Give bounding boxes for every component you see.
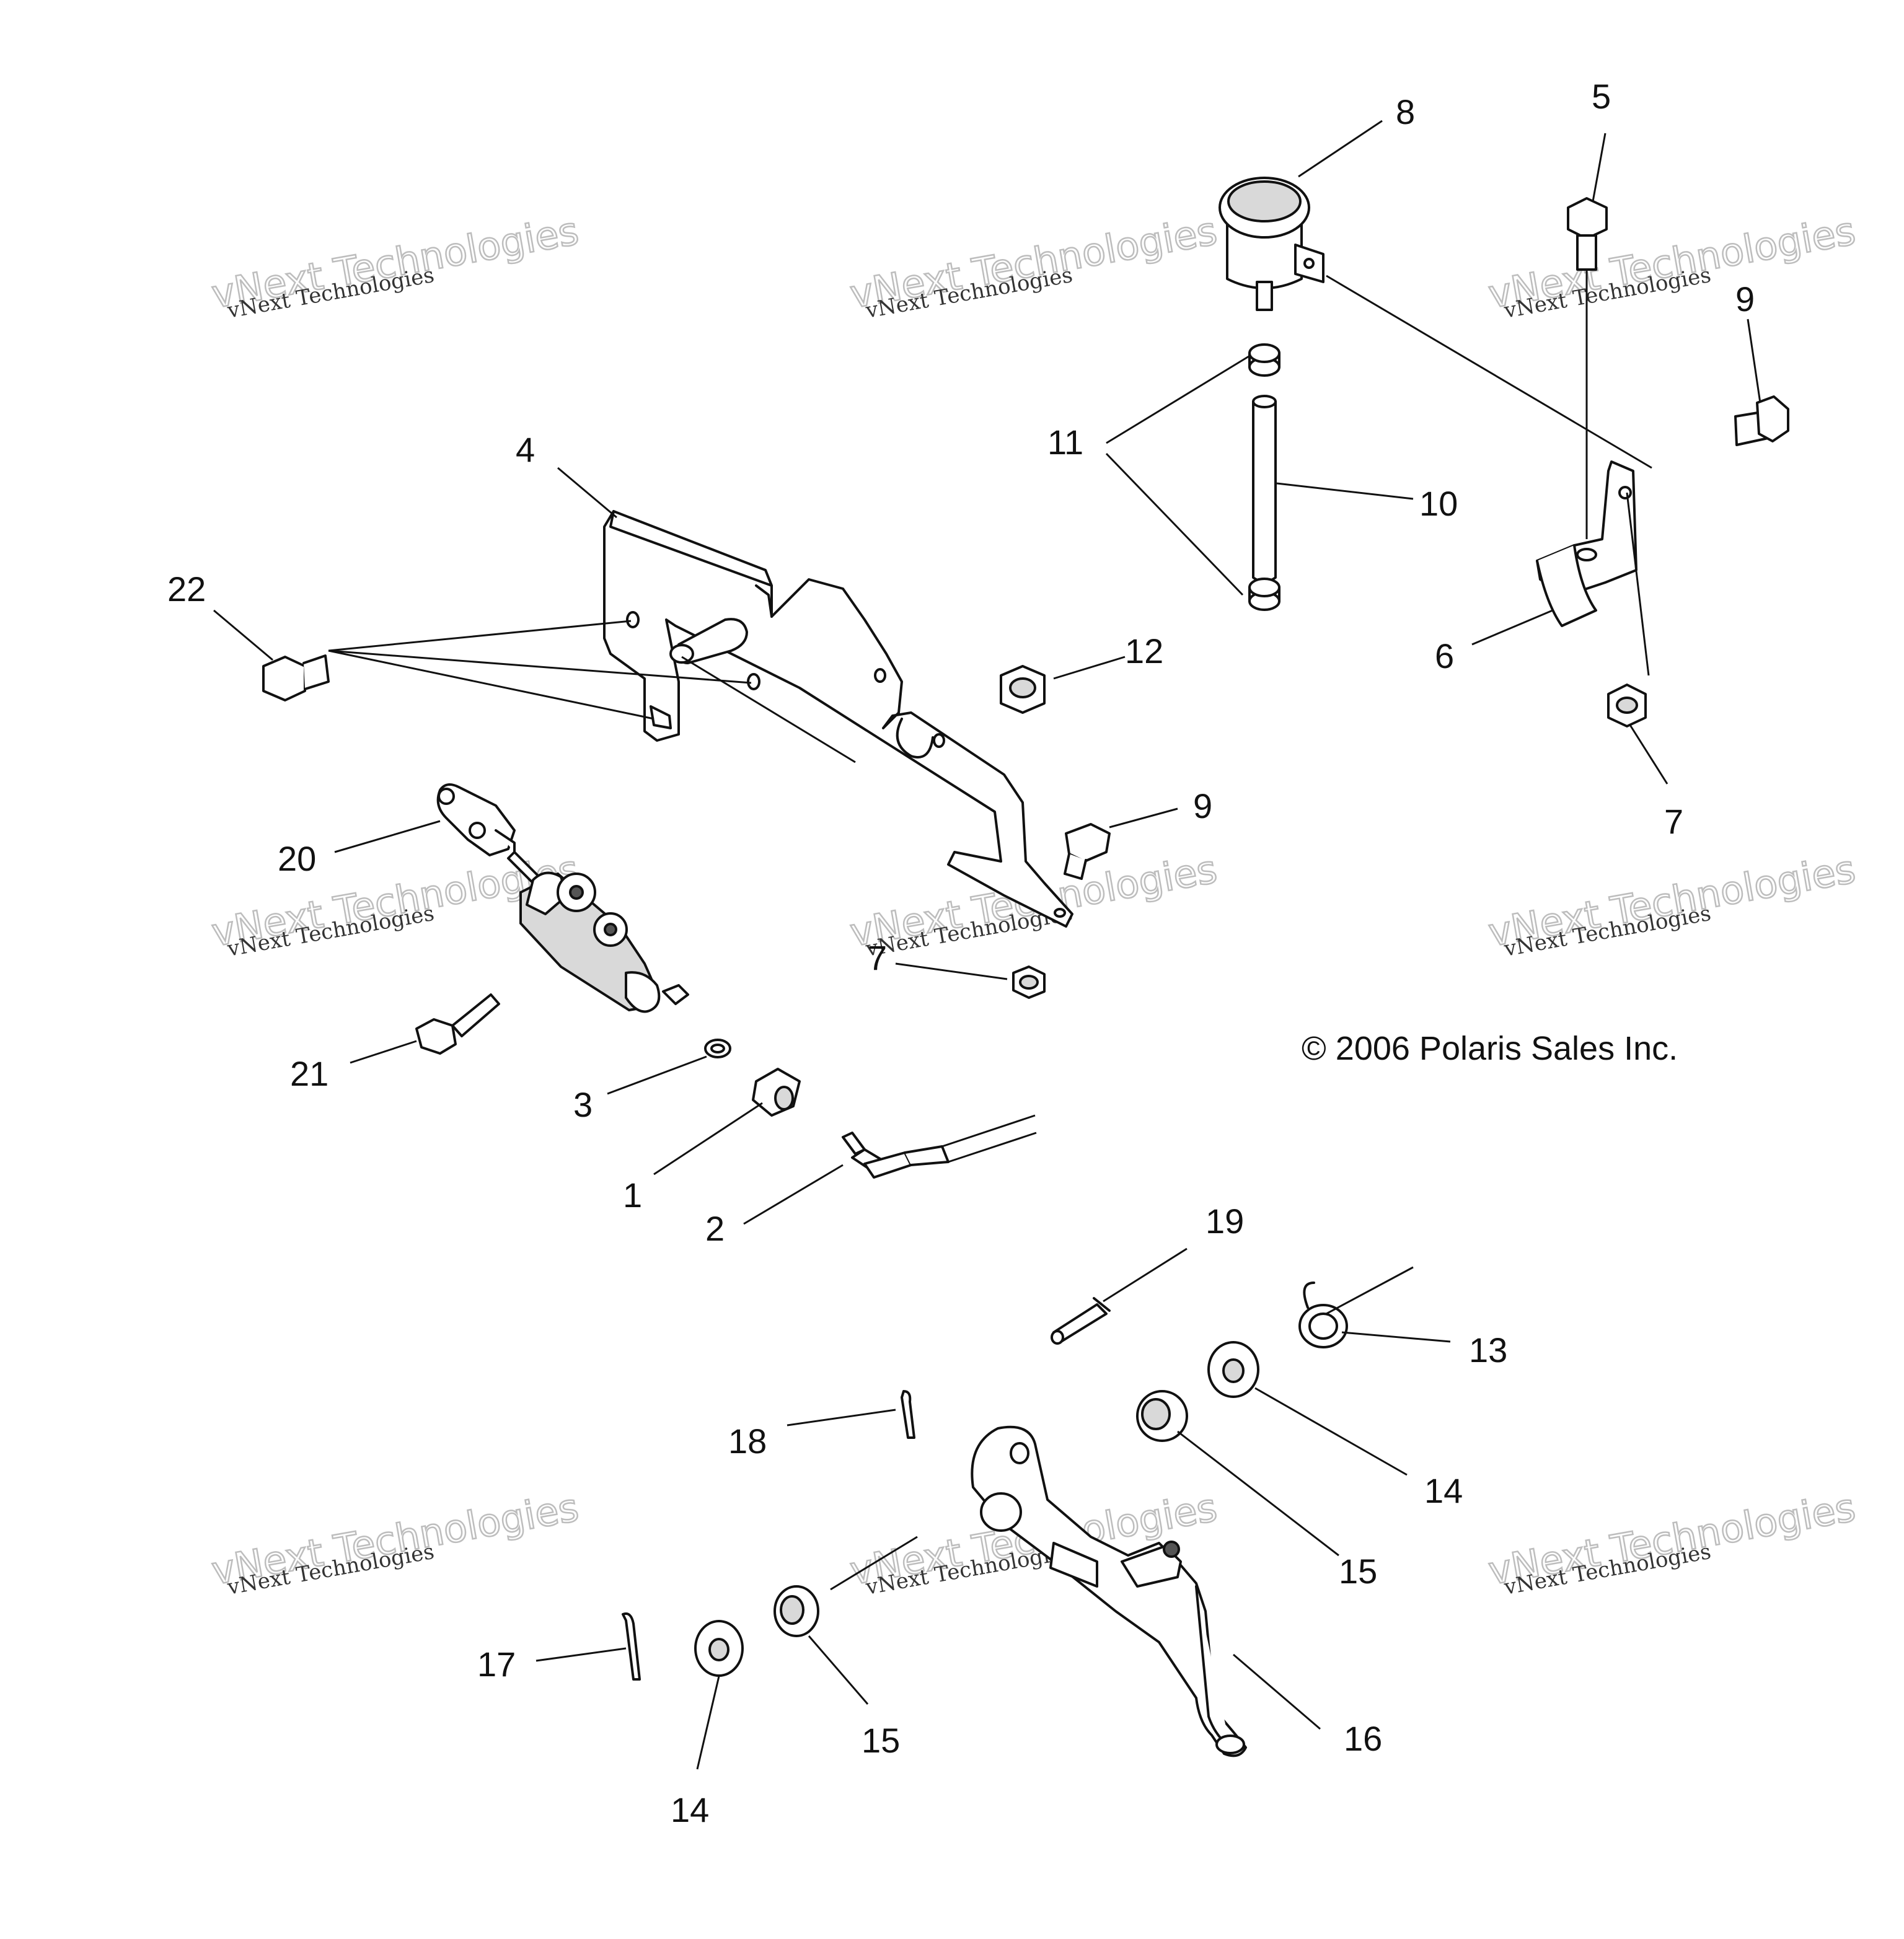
callout-13: 13 [1469, 1330, 1507, 1370]
bushing-part-15-right [1136, 1390, 1188, 1442]
master-cylinder [507, 851, 689, 1013]
leader-14-left [696, 1676, 720, 1770]
cotter-pin-part-17 [622, 1612, 641, 1681]
watermark-bottom-right: vNext Technologies vNext Technologies [1484, 1484, 1859, 1600]
nut-part-7-center [1012, 965, 1046, 999]
watermark-top-right: vNext Technologies vNext Technologies [1484, 207, 1859, 323]
callout-21: 21 [290, 1054, 328, 1093]
nut-part-7-right [1607, 684, 1647, 728]
leader-7-right [1629, 724, 1668, 785]
leader-9-lower [1109, 807, 1178, 829]
spring-part-13 [1298, 1282, 1348, 1348]
callout-20: 20 [278, 839, 316, 878]
callout-6: 6 [1435, 636, 1454, 675]
callout-16: 16 [1344, 1719, 1382, 1758]
callout-1: 1 [623, 1176, 642, 1215]
leader-22 [213, 609, 273, 661]
washer-part-14-right [1207, 1341, 1259, 1398]
leader-13 [1341, 1331, 1451, 1343]
bolt-part-5 [1567, 197, 1608, 271]
brake-line-part-2 [842, 1114, 1037, 1179]
callout-9-upper: 9 [1735, 279, 1755, 319]
watermark-top-left: vNext Technologies vNext Technologies [208, 207, 583, 323]
leader-1 [653, 1102, 763, 1176]
cotter-pin-part-18 [901, 1390, 915, 1439]
bolt-part-22 [262, 654, 330, 701]
washer-part-14-left [694, 1620, 744, 1677]
leader-3 [607, 1055, 707, 1095]
leader-6 [1471, 609, 1553, 646]
brake-pedal-part-16 [971, 1425, 1247, 1757]
leader-16 [1233, 1653, 1321, 1730]
callout-3: 3 [573, 1085, 593, 1124]
leader-5 [1592, 133, 1606, 202]
callout-14-right: 14 [1424, 1471, 1463, 1510]
leader-lines [213, 120, 1761, 1770]
hose-clamp-lower-part-11 [1248, 578, 1280, 611]
leader-15-left [808, 1635, 869, 1705]
nut-part-12 [1000, 665, 1046, 714]
leader-17 [536, 1647, 627, 1662]
leader-22-b [328, 649, 752, 684]
callout-12: 12 [1125, 631, 1163, 671]
callout-10: 10 [1419, 484, 1458, 523]
callout-2: 2 [705, 1209, 725, 1248]
watermark-top-center: vNext Technologies vNext Technologies [846, 207, 1221, 323]
bolt-part-9-upper [1734, 395, 1789, 446]
leader-22-a [328, 620, 632, 652]
pedal-bracket-part-4 [603, 510, 1073, 928]
leader-16-upper [830, 1536, 918, 1591]
leader-13-upper [1326, 1266, 1414, 1315]
leader-8-to-6 [1326, 275, 1652, 469]
leader-11-upper [1106, 355, 1250, 444]
hose-part-10 [1252, 395, 1277, 583]
bolt-part-21 [415, 993, 500, 1055]
callout-labels: 8 5 9 11 10 6 7 4 22 12 9 20 7 21 3 1 2 … [167, 77, 1755, 1829]
leader-8 [1298, 120, 1383, 178]
callout-19: 19 [1205, 1202, 1244, 1241]
callout-14-left: 14 [671, 1790, 709, 1829]
hose-clamp-upper-part-11 [1248, 343, 1280, 377]
leader-18 [787, 1409, 896, 1427]
leader-15-right [1177, 1430, 1339, 1557]
callout-15-left: 15 [862, 1721, 900, 1760]
callout-8: 8 [1396, 92, 1415, 131]
pin-part-19 [1051, 1297, 1111, 1345]
watermark-mid-right: vNext Technologies vNext Technologies [1484, 845, 1859, 962]
callout-11: 11 [1047, 423, 1083, 462]
fitting-part-1 [752, 1068, 801, 1117]
leader-14-right [1254, 1387, 1408, 1476]
callout-4: 4 [516, 430, 535, 469]
leader-19 [1103, 1247, 1188, 1303]
leader-7-center [895, 962, 1008, 980]
callout-7-center: 7 [868, 938, 887, 977]
leader-20 [334, 820, 441, 853]
clevis-part-20 [436, 783, 516, 856]
bushing-part-15-left [774, 1585, 819, 1637]
leader-10 [1276, 482, 1414, 500]
callout-17: 17 [477, 1645, 516, 1684]
bracket-part-6 [1536, 460, 1637, 627]
leader-21 [350, 1040, 417, 1064]
callout-9-lower: 9 [1193, 786, 1212, 825]
leader-2 [743, 1164, 844, 1225]
reservoir-part-8 [1219, 177, 1324, 311]
callout-22: 22 [167, 569, 206, 609]
callout-7-right: 7 [1664, 802, 1683, 841]
callout-15-right: 15 [1339, 1552, 1377, 1591]
bolt-part-9-lower [1064, 823, 1111, 880]
leader-22-c [328, 649, 654, 720]
leader-11-lower [1105, 452, 1244, 596]
leader-12 [1053, 656, 1126, 680]
leader-4-pin [681, 656, 856, 763]
callout-5: 5 [1592, 77, 1611, 116]
o-ring-part-3 [704, 1039, 731, 1058]
leader-7-right-up [1626, 492, 1650, 676]
leader-9-upper [1747, 319, 1761, 403]
leader-4 [557, 467, 617, 519]
copyright-notice: © 2006 Polaris Sales Inc. [1302, 1030, 1678, 1067]
callout-18: 18 [728, 1422, 767, 1461]
watermark-bottom-left: vNext Technologies vNext Technologies [208, 1484, 583, 1600]
